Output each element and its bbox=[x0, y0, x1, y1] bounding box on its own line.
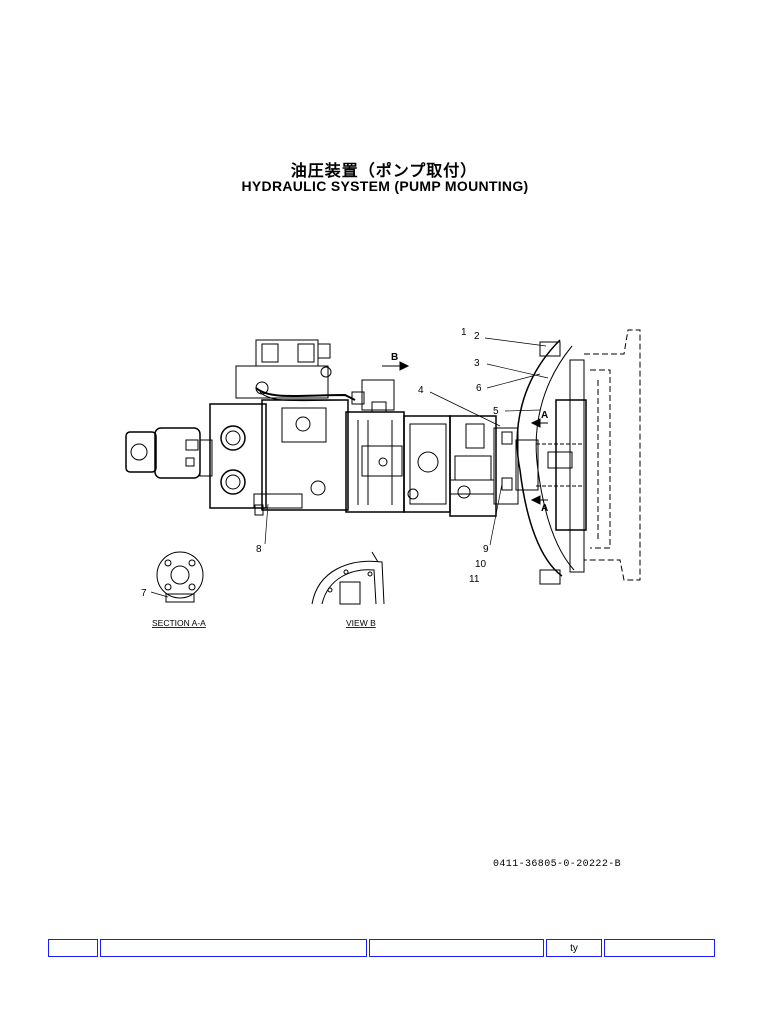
part-label-11: 11 bbox=[469, 574, 480, 585]
section-marker-a-top: A bbox=[541, 410, 548, 421]
part-label-10: 10 bbox=[475, 559, 487, 570]
caption-section-a-a: SECTION A-A bbox=[152, 618, 206, 628]
part-label-9: 9 bbox=[483, 544, 489, 555]
footer-cell-5 bbox=[604, 939, 715, 957]
part-label-4: 4 bbox=[418, 385, 424, 396]
left-end-cap bbox=[125, 427, 213, 479]
pump-body-left bbox=[209, 399, 349, 516]
footer-cell-qty: ty bbox=[546, 939, 602, 957]
pump-body-center bbox=[345, 411, 451, 513]
flywheel bbox=[584, 329, 641, 581]
part-label-6: 6 bbox=[476, 383, 482, 394]
footer-cell-1 bbox=[48, 939, 98, 957]
view-b-detail bbox=[311, 551, 385, 605]
section-arrows bbox=[382, 361, 548, 505]
document-number: 0411-36805-0-20222-B bbox=[493, 859, 622, 870]
part-label-5: 5 bbox=[493, 406, 499, 417]
pump-body-right bbox=[449, 415, 582, 517]
leader-lines bbox=[150, 337, 549, 598]
page-title: HYDRAULIC SYSTEM (PUMP MOUNTING) bbox=[241, 178, 529, 194]
part-label-8: 8 bbox=[256, 544, 262, 555]
part-label-3: 3 bbox=[474, 358, 480, 369]
section-marker-a-bottom: A bbox=[541, 503, 548, 514]
footer-table: ty bbox=[48, 938, 717, 960]
part-label-1: 1 bbox=[461, 327, 467, 338]
part-label-7: 7 bbox=[141, 588, 147, 599]
footer-cell-3 bbox=[369, 939, 544, 957]
bell-housing bbox=[516, 339, 587, 585]
section-a-a-detail bbox=[156, 551, 204, 603]
upper-valve-block bbox=[235, 339, 395, 413]
view-marker-b: B bbox=[391, 352, 398, 363]
part-label-2: 2 bbox=[474, 331, 480, 342]
caption-view-b: VIEW B bbox=[346, 618, 376, 628]
page-title-japanese: 油圧装置（ポンプ取付） bbox=[290, 161, 478, 180]
footer-cell-2 bbox=[100, 939, 367, 957]
